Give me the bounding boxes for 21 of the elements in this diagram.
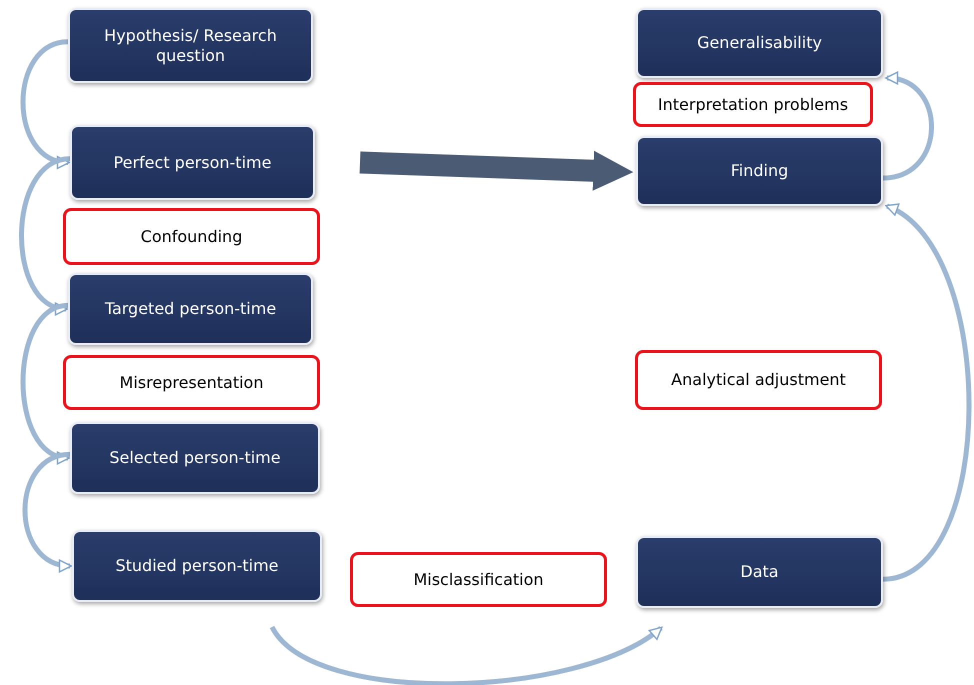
process-box: Perfect person-time [70, 125, 315, 200]
problem-box: Confounding [63, 208, 320, 265]
problem-box: Misrepresentation [63, 355, 320, 410]
problem-box: Misclassification [350, 552, 607, 607]
curved-arrow [270, 625, 663, 685]
block-arrow [360, 150, 634, 191]
process-box: Generalisability [636, 8, 883, 78]
curved-arrow [882, 204, 972, 582]
curved-arrow [19, 156, 70, 314]
curved-arrow [20, 39, 70, 168]
curved-arrow [22, 452, 72, 571]
process-box: Selected person-time [70, 422, 320, 494]
process-box: Finding [636, 136, 883, 206]
problem-box: Interpretation problems [633, 82, 873, 127]
curved-arrow [882, 73, 934, 180]
process-box: Studied person-time [72, 530, 322, 602]
process-box: Hypothesis/ Research question [68, 8, 313, 83]
process-box: Data [636, 536, 883, 608]
curved-arrow [20, 302, 70, 462]
process-box: Targeted person-time [68, 273, 313, 345]
problem-box: Analytical adjustment [635, 350, 882, 410]
